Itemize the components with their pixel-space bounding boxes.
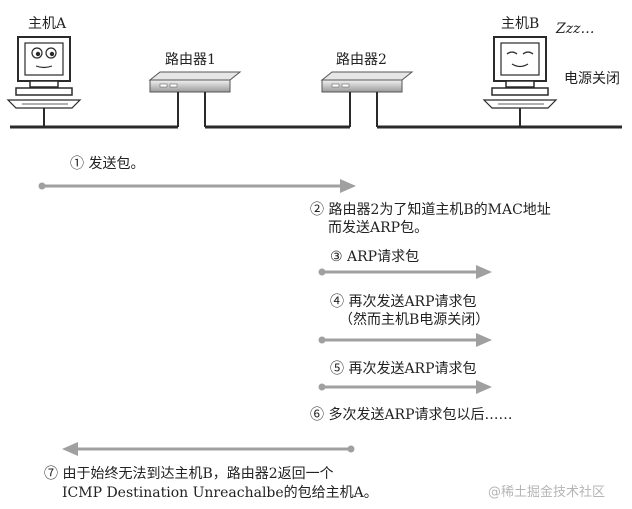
arrow-4-arp-request-again [318,333,492,347]
sleep-label: Zzz… [556,21,595,37]
step-2-label-line1: ② 路由器2为了知道主机B的MAC地址 [310,202,551,218]
host-b-label: 主机B [501,16,540,32]
arrow-5-arp-request-again [318,380,492,394]
step-3-label: ③ ARP请求包 [330,249,420,265]
router-2-icon [320,71,414,127]
step-2-label-line2: 而发送ARP包。 [328,220,429,236]
arrow-1-send-packet [38,179,356,193]
host-a-computer-icon [6,36,82,127]
watermark: @稀土掘金技术社区 [488,485,606,500]
router-1-icon [148,71,242,127]
host-a-label: 主机A [28,16,67,32]
host-b-computer-icon [482,36,558,127]
step-4-label-line1: ④ 再次发送ARP请求包 [330,294,477,310]
step-5-label: ⑤ 再次发送ARP请求包 [330,361,477,377]
arrow-7-icmp-return [62,442,355,456]
step-4-label-line2: （然而主机B电源关闭） [339,312,490,328]
router-1-label: 路由器1 [165,52,216,68]
step-7-label-line2: ICMP Destination Unreachalbe的包给主机A。 [62,485,378,501]
step-6-label: ⑥ 多次发送ARP请求包以后…… [310,407,513,423]
step-1-label: ① 发送包。 [70,156,145,172]
power-off-label: 电源关闭 [564,71,620,87]
router-2-label: 路由器2 [336,52,387,68]
arrow-3-arp-request [318,265,492,279]
step-7-label-line1: ⑦ 由于始终无法到达主机B，路由器2返回一个 [44,466,334,482]
